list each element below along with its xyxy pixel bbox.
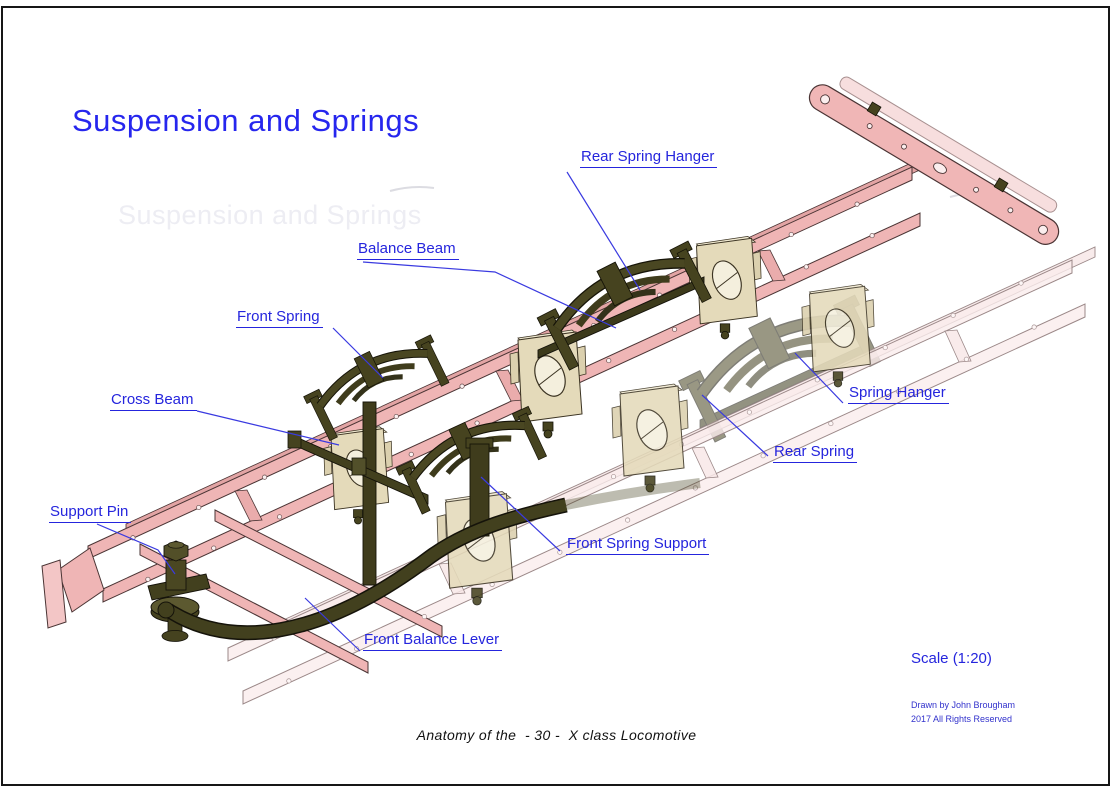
faint-ghost-marks xyxy=(389,186,1009,198)
label-front-spring: Front Spring xyxy=(236,308,323,328)
leader-front-spring xyxy=(332,327,384,379)
label-rear-spring-hanger: Rear Spring Hanger xyxy=(580,148,718,168)
label-front-spring-support: Front Spring Support xyxy=(566,535,710,555)
leader-balance-beam xyxy=(362,261,617,329)
suspension-gear xyxy=(147,228,716,642)
near-rail-webs xyxy=(234,249,786,522)
leader-rear-spring xyxy=(701,394,769,457)
leader-spring-hanger xyxy=(794,352,844,404)
credit-line-2: 2017 All Rights Reserved xyxy=(911,714,1013,724)
front-end-plate xyxy=(57,547,105,613)
long-hanger-post xyxy=(362,401,377,586)
watermark-text: Suspension and Springs xyxy=(118,200,422,230)
near-rail-bottom xyxy=(102,212,921,603)
credits: Drawn by John Brougham 2017 All Rights R… xyxy=(911,698,1015,726)
label-spring-hanger: Spring Hanger xyxy=(848,384,949,404)
leader-cross-beam xyxy=(196,410,340,446)
leader-support-pin xyxy=(96,523,176,575)
credit-line-1: Drawn by John Brougham xyxy=(911,700,1016,710)
leader-rear-spring-hanger xyxy=(566,171,641,291)
scale-note: Scale (1:20) xyxy=(911,650,992,667)
front-balance-lever-part xyxy=(157,478,701,641)
label-front-balance-lever: Front Balance Lever xyxy=(363,631,503,651)
front-cross-member-2 xyxy=(214,509,443,638)
leader-front-balance-lever xyxy=(304,597,361,652)
footer-caption: Anatomy of the - 30 - X class Locomotive xyxy=(416,727,697,743)
page-title: Suspension and Springs xyxy=(72,103,420,138)
label-support-pin: Support Pin xyxy=(49,503,132,523)
front-tip-plate xyxy=(41,559,67,629)
leader-lines xyxy=(96,171,844,652)
leader-front-spring-support xyxy=(480,476,561,552)
label-balance-beam: Balance Beam xyxy=(357,240,459,260)
rear-crossbar xyxy=(808,76,1060,245)
ghost-rail-bottom xyxy=(242,303,1086,705)
label-cross-beam: Cross Beam xyxy=(110,391,197,411)
cross-beam-pivot xyxy=(351,457,367,476)
label-rear-spring: Rear Spring xyxy=(773,443,858,463)
